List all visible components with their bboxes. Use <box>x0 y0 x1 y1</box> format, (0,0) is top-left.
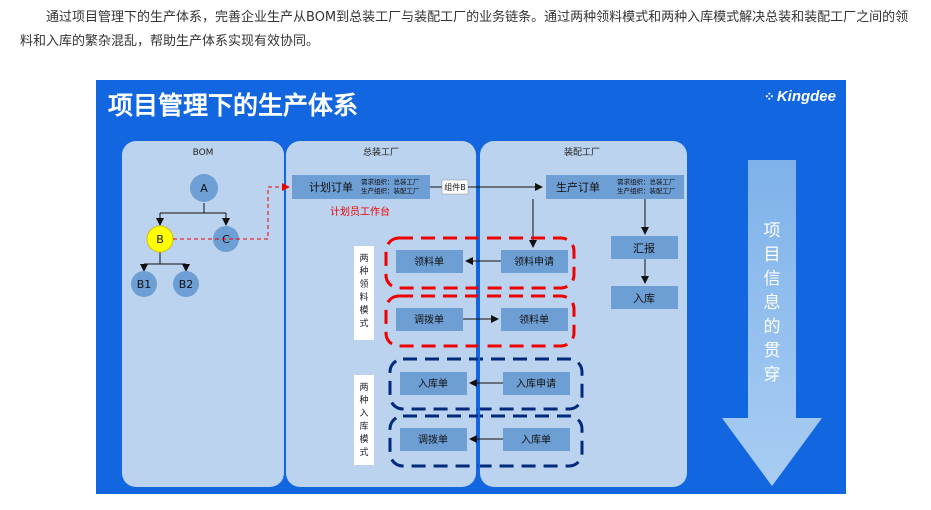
bom-to-plan-link <box>173 183 290 240</box>
stock-in-box <box>611 286 678 309</box>
pick-slip-box <box>396 250 463 273</box>
bom-panel-label: BOM <box>193 148 214 158</box>
stock-mode-1-group <box>388 357 584 411</box>
transfer-slip-label: 调拨单 <box>414 313 444 326</box>
bom-node-b1-label: B1 <box>137 278 152 291</box>
stock-in-request-label: 入库申请 <box>516 377 556 390</box>
kingdee-logo-icon: ⁘ <box>763 89 775 104</box>
assembly-panel-label: 总装工厂 <box>363 146 399 158</box>
report-box <box>611 236 678 259</box>
stock-in-slip-2-label: 入库单 <box>521 433 551 446</box>
stock-modes-label-box <box>354 375 374 465</box>
pick-mode-2-group <box>384 294 576 348</box>
pick-request-box <box>501 250 568 273</box>
plan-order-label: 计划订单 <box>309 181 353 194</box>
stock-in-label: 入库 <box>633 292 655 305</box>
transfer-slip-box <box>396 308 463 331</box>
report-label: 汇报 <box>633 241 655 255</box>
production-order-label: 生产订单 <box>556 180 600 194</box>
production-order-info-1: 需求组织：总装工厂 <box>617 177 676 186</box>
bom-node-a <box>190 174 218 202</box>
stock-modes-label: 两种入库模式 <box>359 382 368 458</box>
stock-in-slip-2-box <box>503 428 570 451</box>
stock-mode-2-group <box>388 414 584 468</box>
stock-in-slip-box <box>400 372 467 395</box>
bom-node-c-label: C <box>222 233 230 246</box>
bom-node-b1 <box>131 271 157 297</box>
pick-slip-label: 领料单 <box>414 255 444 268</box>
production-order-info-2: 生产组织：装配工厂 <box>617 186 676 195</box>
production-system-slide: BOM 总装工厂 装配工厂 A B C B1 B2 计划订 <box>96 80 846 494</box>
plan-order-info-2: 生产组织：装配工厂 <box>361 186 420 195</box>
project-info-arrow <box>722 160 822 486</box>
pick-modes-label-box <box>354 246 374 340</box>
bom-node-a-label: A <box>200 182 208 195</box>
production-order-box <box>546 175 684 199</box>
plan-order-box <box>292 175 430 199</box>
bom-tree <box>140 203 230 272</box>
assembly-factory-panel <box>286 141 476 487</box>
slide-title: 项目管理下的生产体系 <box>108 91 359 120</box>
pick-slip-2-box <box>501 308 568 331</box>
transfer-slip-2-box <box>400 428 467 451</box>
component-b-label: 组件B <box>444 182 466 192</box>
intro-paragraph: 通过项目管理下的生产体系，完善企业生产从BOM到总装工厂与装配工厂的业务链条。通… <box>20 10 909 49</box>
diagram-canvas: BOM 总装工厂 装配工厂 A B C B1 B2 计划订 <box>122 141 822 487</box>
bom-node-b2-label: B2 <box>179 278 194 291</box>
pick-request-label: 领料申请 <box>514 255 554 268</box>
planner-workbench-label: 计划员工作台 <box>330 205 390 218</box>
plan-order-info-1: 需求组织：总装工厂 <box>361 177 420 186</box>
pick-modes-label: 两种领料模式 <box>359 253 368 329</box>
pick-mode-1-group <box>384 236 576 290</box>
fitting-panel-label: 装配工厂 <box>564 146 600 158</box>
bom-node-b2 <box>173 271 199 297</box>
project-info-arrow-label: 项目信息的贯穿 <box>764 221 781 385</box>
kingdee-logo: ⁘Kingdee <box>764 88 836 105</box>
pick-slip-2-label: 领料单 <box>519 313 549 326</box>
bom-node-b-label: B <box>156 233 164 246</box>
transfer-slip-2-label: 调拨单 <box>418 433 448 446</box>
fitting-factory-panel <box>480 141 687 487</box>
stock-in-slip-label: 入库单 <box>418 377 448 390</box>
stock-in-request-box <box>503 372 570 395</box>
kingdee-logo-text: Kingdee <box>776 88 836 105</box>
